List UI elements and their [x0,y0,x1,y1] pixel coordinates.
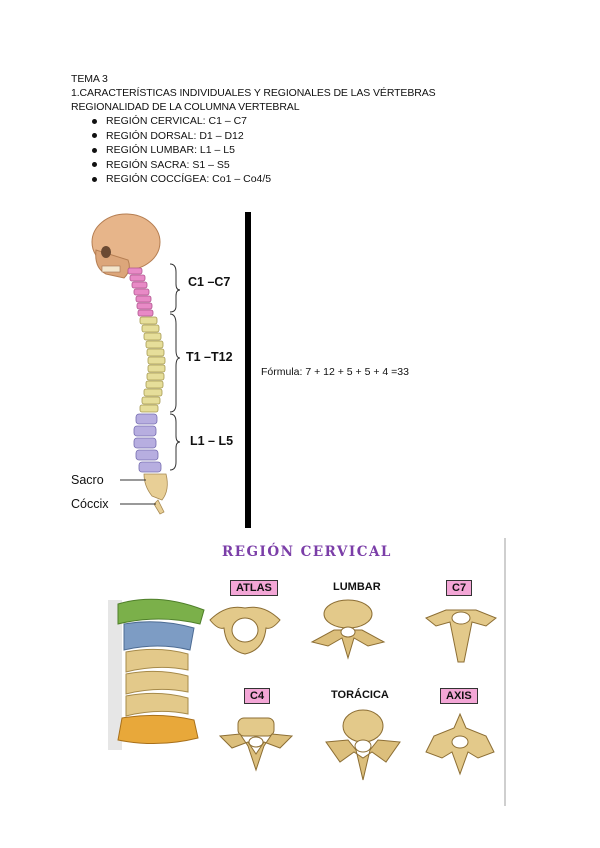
vertical-divider [245,212,251,528]
region-item-cervical: REGIÓN CERVICAL: C1 – C7 [92,114,271,129]
label-cervical: C1 –C7 [188,275,231,289]
skull-image [91,213,161,279]
topic-title: TEMA 3 [71,73,108,85]
lumbar-vertebrae [133,413,162,473]
atlas-vertebra-image [209,606,281,655]
cervical-figure-title: REGIÓN CERVICAL [222,544,392,560]
tag-atlas: ATLAS [230,580,278,596]
figure-edge [504,538,506,806]
tag-lumbar: LUMBAR [333,581,381,593]
section-heading: 1.CARACTERÍSTICAS INDIVIDUALES Y REGIONA… [71,87,436,99]
tag-axis: AXIS [440,688,478,704]
tag-c4: C4 [244,688,271,704]
label-coccix: Cóccix [71,497,109,511]
axis-vertebra-image [425,712,495,776]
lumbar-vertebra-image [310,599,386,660]
region-braces [169,263,181,471]
cervical-column-image [108,598,205,750]
region-item-sacra: REGIÓN SACRA: S1 – S5 [92,158,271,173]
region-item-coccygeal: REGIÓN COCCÍGEA: Co1 – Co4/5 [92,172,271,187]
vertebra-formula: Fórmula: 7 + 12 + 5 + 5 + 4 =33 [261,366,409,378]
region-item-dorsal: REGIÓN DORSAL: D1 – D12 [92,129,271,144]
region-item-lumbar: REGIÓN LUMBAR: L1 – L5 [92,143,271,158]
cervical-vertebrae [127,267,154,317]
label-sacro: Sacro [71,473,104,487]
c4-vertebra-image [218,717,294,772]
thoracic-vertebrae [139,316,166,413]
label-lumbar: L1 – L5 [190,434,234,448]
sacrum-coccyx [143,473,168,515]
spine-illustration [91,213,181,515]
c7-vertebra-image [425,609,497,663]
tag-c7: C7 [446,580,473,596]
tag-toracica: TORÁCICA [331,689,389,701]
thoracic-vertebra-image [325,709,401,781]
cervical-figure [108,536,505,808]
subsection-heading: REGIONALIDAD DE LA COLUMNA VERTEBRAL [71,101,300,113]
label-thoracic: T1 –T12 [186,350,233,364]
regions-list: REGIÓN CERVICAL: C1 – C7 REGIÓN DORSAL: … [92,114,271,187]
